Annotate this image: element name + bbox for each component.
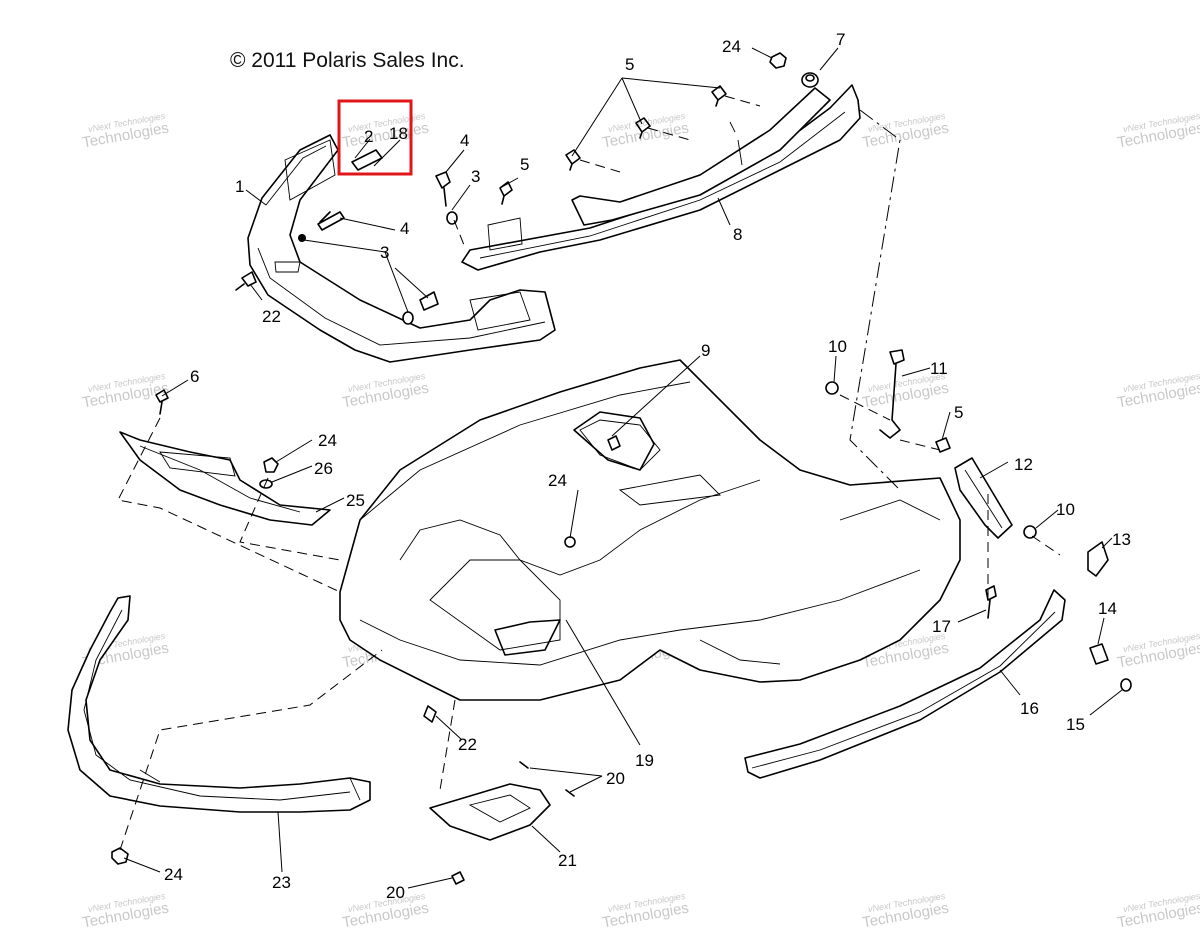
- assembly-lines: [117, 95, 1061, 851]
- callout-4b: 4: [400, 219, 409, 238]
- callout-24b: 24: [318, 431, 337, 450]
- part-6-bolt[interactable]: [155, 389, 169, 415]
- callout-16: 16: [1020, 699, 1039, 718]
- part-24-nut-left[interactable]: [263, 457, 279, 473]
- callout-19: 19: [635, 751, 654, 770]
- part-10-grommet-right[interactable]: [1023, 525, 1037, 539]
- part-9-panel[interactable]: [573, 411, 655, 471]
- callout-23: 23: [272, 873, 291, 892]
- part-24-nut-bottom[interactable]: [111, 847, 129, 865]
- callout-7: 7: [836, 30, 845, 49]
- part-1-bracket[interactable]: [247, 134, 556, 363]
- part-26-washer[interactable]: [259, 479, 273, 489]
- callout-labels: 1 2 18 3 3 4 4 5 5 5 6 7 8 9 10 10 11 12…: [164, 30, 1131, 902]
- callout-1: 1: [235, 177, 244, 196]
- leader-lines: [123, 47, 1123, 889]
- callout-8: 8: [733, 225, 742, 244]
- callout-21: 21: [558, 851, 577, 870]
- callout-11: 11: [930, 359, 948, 378]
- part-7-grommet[interactable]: [801, 72, 819, 88]
- callout-2: 2: [364, 127, 373, 146]
- callout-6: 6: [190, 367, 199, 386]
- part-23-front-bumper[interactable]: [67, 595, 371, 813]
- part-2-decal[interactable]: [351, 149, 383, 171]
- part-21-bracket[interactable]: [429, 783, 551, 841]
- callout-9: 9: [701, 341, 710, 360]
- callout-24d: 24: [164, 865, 183, 884]
- part-17-rivet[interactable]: [985, 585, 997, 619]
- callout-15: 15: [1066, 715, 1085, 734]
- callout-10b: 10: [1056, 500, 1075, 519]
- callout-22a: 22: [262, 307, 281, 326]
- part-13-clip[interactable]: [1087, 541, 1109, 577]
- part-16-bumper-bar[interactable]: [744, 589, 1066, 779]
- callout-20b: 20: [386, 883, 405, 902]
- callout-3a: 3: [471, 167, 480, 186]
- callout-24a: 24: [722, 37, 741, 56]
- part-14-bolt[interactable]: [1089, 643, 1109, 665]
- callout-25: 25: [346, 491, 365, 510]
- part-12-bracket[interactable]: [954, 457, 1013, 539]
- callout-26: 26: [314, 459, 333, 478]
- callout-24c: 24: [548, 471, 567, 490]
- callout-5b: 5: [520, 155, 529, 174]
- main-hood-body[interactable]: [339, 359, 961, 701]
- callout-3b: 3: [380, 243, 389, 262]
- callout-4a: 4: [460, 131, 469, 150]
- part-11-link[interactable]: [879, 349, 905, 439]
- callout-13: 13: [1112, 530, 1131, 549]
- highlight-box: [337, 99, 413, 176]
- part-8-cross-member[interactable]: [461, 84, 861, 271]
- part-22-rivet-upper[interactable]: [235, 271, 257, 291]
- copyright-text: © 2011 Polaris Sales Inc.: [230, 49, 465, 72]
- callout-17: 17: [932, 617, 951, 636]
- callout-10a: 10: [828, 337, 847, 356]
- callout-14: 14: [1098, 599, 1117, 618]
- callout-5a: 5: [625, 55, 634, 74]
- part-3-4-hardware[interactable]: [317, 171, 458, 325]
- callout-5c: 5: [954, 403, 963, 422]
- part-25-skid-plate[interactable]: [119, 431, 331, 526]
- part-24-nut-center[interactable]: [564, 536, 576, 548]
- part-19-channel[interactable]: [494, 619, 561, 656]
- part-20-bolt[interactable]: [451, 871, 465, 885]
- callout-20a: 20: [606, 769, 625, 788]
- part-22-rivet-lower[interactable]: [423, 705, 437, 723]
- part-24-nut[interactable]: [769, 52, 787, 69]
- part-20-studs[interactable]: [519, 761, 575, 797]
- part-15-clip[interactable]: [1120, 678, 1132, 692]
- part-10-grommet-top[interactable]: [825, 381, 839, 395]
- callout-18: 18: [389, 124, 408, 143]
- callout-22b: 22: [458, 735, 477, 754]
- callout-12: 12: [1014, 455, 1033, 474]
